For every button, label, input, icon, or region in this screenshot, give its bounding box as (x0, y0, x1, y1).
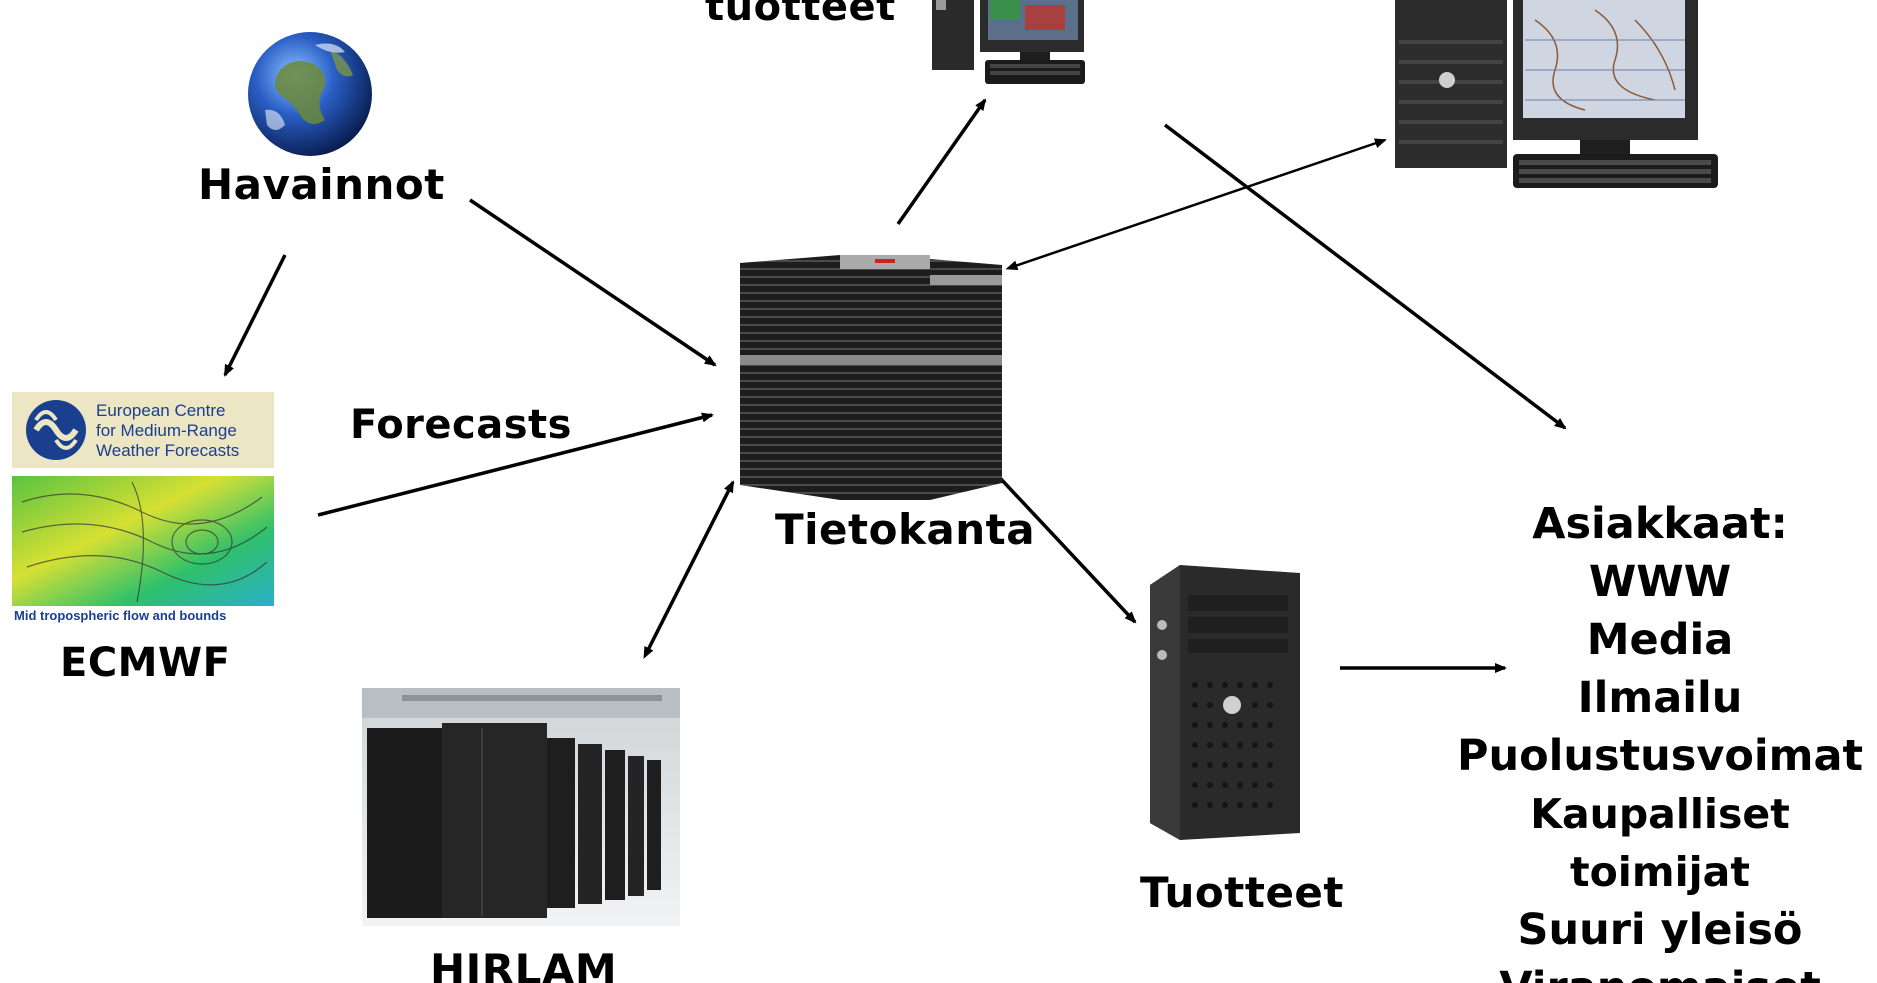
havainnot-label: Havainnot (198, 160, 445, 209)
arrow-forecasts-tietokanta (317, 412, 714, 517)
earth-globe-icon (248, 32, 372, 156)
arrow-tietokanta-workstation1 (896, 98, 987, 226)
hirlam-supercomputer-icon (362, 688, 680, 926)
arrow-tietokanta-workstation2 (1005, 138, 1387, 271)
tietokanta-label: Tietokanta (775, 505, 1036, 554)
ecmwf-logo-icon (26, 400, 86, 460)
ecmwf-logo-line1: European Centre (96, 401, 225, 420)
hirlam-label: HIRLAM (430, 945, 618, 983)
ecmwf-logo-line3: Weather Forecasts (96, 441, 239, 460)
products-server-icon (1150, 565, 1300, 840)
client-item: Viranomaiset (1440, 959, 1877, 983)
arrow-havainnot-tietokanta (469, 198, 717, 367)
ecmwf-image-caption: Mid tropospheric flow and bounds (14, 608, 226, 623)
arrow-hirlam-tietokanta (643, 480, 735, 659)
client-item: Kaupalliset toimijat (1530, 790, 1790, 896)
arrow-tietokanta-tuotteet (998, 476, 1137, 624)
arrow-havainnot-ecmwf (223, 254, 287, 377)
client-item: Media (1586, 615, 1734, 665)
client-item: Puolustusvoimat (1456, 731, 1864, 781)
workstation-2-icon (1395, 0, 1718, 188)
client-item: Suuri yleisö (1517, 905, 1803, 955)
tuotteet-top-label: tuotteet (705, 0, 896, 30)
client-item: WWW (1588, 557, 1732, 607)
clients-title: Asiakkaat: (1532, 499, 1788, 549)
clients-list: Asiakkaat: WWW Media Ilmailu Puolustusvo… (1440, 495, 1877, 983)
database-server-icon (740, 255, 1002, 500)
arrow-workstation1-clients (1163, 123, 1567, 430)
forecasts-label: Forecasts (350, 402, 572, 448)
ecmwf-label: ECMWF (60, 640, 231, 686)
ecmwf-image: European Centre for Medium-Range Weather… (12, 392, 274, 624)
tuotteet-label: Tuotteet (1140, 868, 1344, 917)
ecmwf-logo-line2: for Medium-Range (96, 421, 237, 440)
workstation-1-icon (932, 0, 1085, 84)
client-item: Ilmailu (1577, 673, 1743, 723)
